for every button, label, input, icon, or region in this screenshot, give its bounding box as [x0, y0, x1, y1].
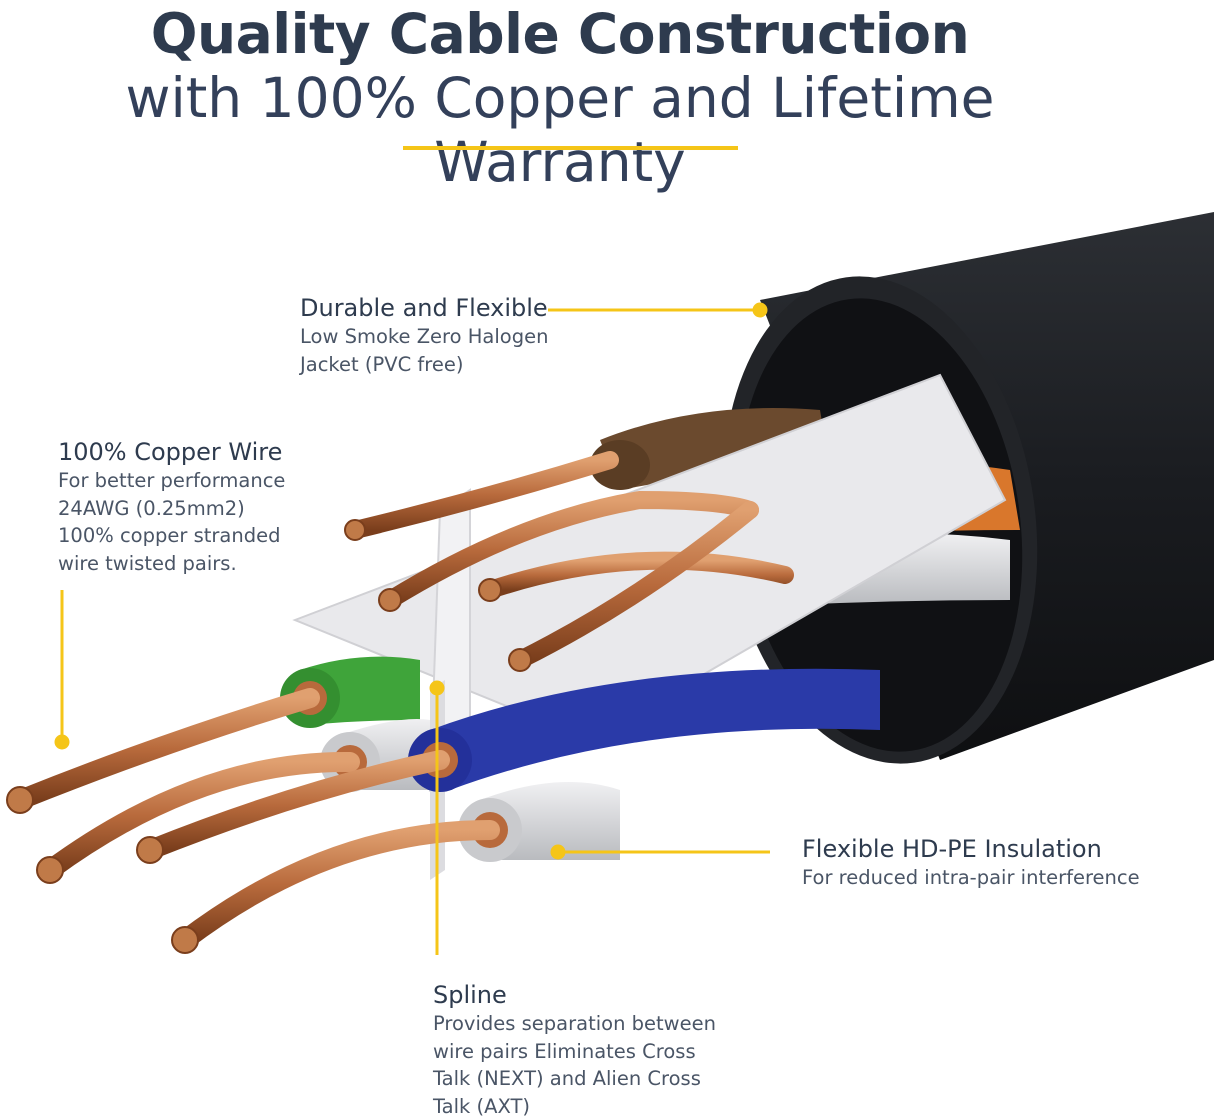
strand-ends: [6, 519, 532, 954]
title-line-1: Quality Cable Construction: [150, 2, 970, 66]
callout-insulation-heading: Flexible HD-PE Insulation: [802, 835, 1102, 863]
title-line-2: with 100% Copper and Lifetime Warranty: [125, 66, 995, 194]
callout-jacket-body: Low Smoke Zero Halogen Jacket (PVC free): [300, 325, 549, 376]
callout-insulation-body: For reduced intra-pair interference: [802, 866, 1140, 889]
leader-lines: [54, 302, 770, 955]
callout-jacket: Durable and Flexible Low Smoke Zero Halo…: [300, 293, 548, 378]
callout-insulation: Flexible HD-PE Insulation For reduced in…: [802, 834, 1140, 892]
callout-copper-heading: 100% Copper Wire: [58, 438, 283, 466]
callout-copper: 100% Copper Wire For better performance …: [58, 437, 285, 577]
copper-strands: [10, 451, 794, 950]
callout-copper-body: For better performance 24AWG (0.25mm2) 1…: [58, 469, 286, 575]
title-underline: [403, 146, 738, 150]
callout-spline-heading: Spline: [433, 981, 507, 1009]
callout-jacket-heading: Durable and Flexible: [300, 294, 548, 322]
callout-spline: Spline Provides separation between wire …: [433, 980, 716, 1120]
callout-spline-body: Provides separation between wire pairs E…: [433, 1012, 716, 1118]
